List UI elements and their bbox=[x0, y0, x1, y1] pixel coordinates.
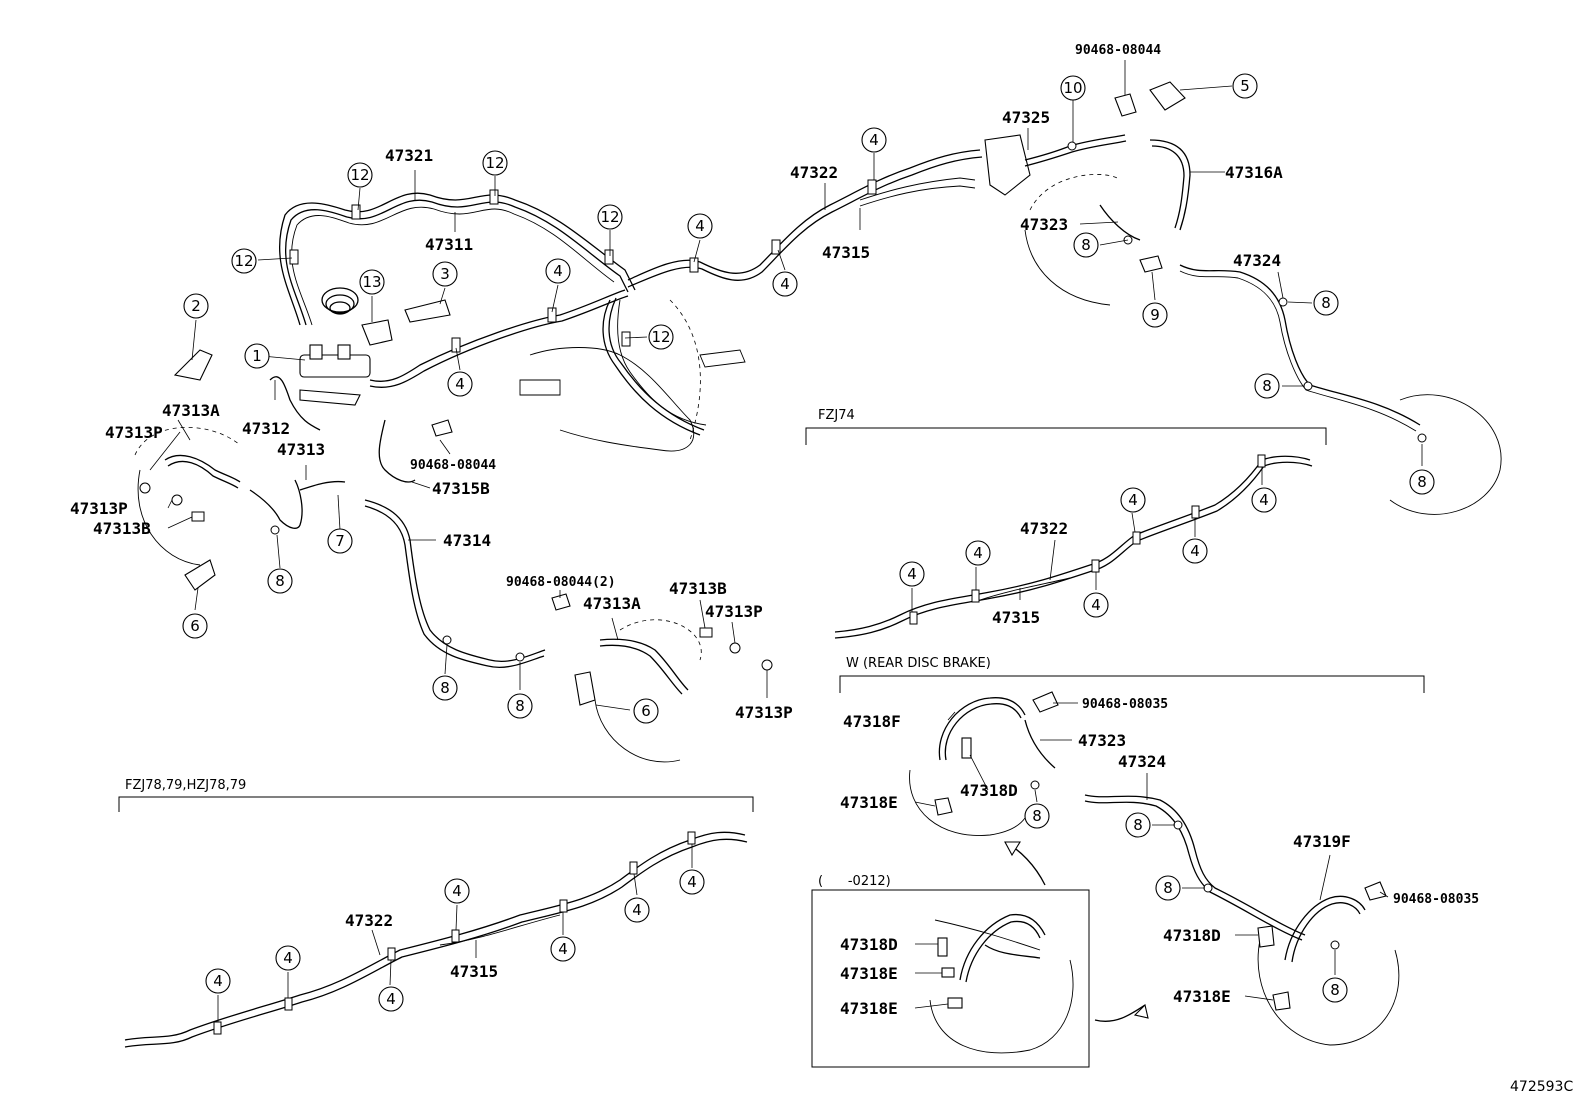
callout-4: 4 bbox=[907, 565, 917, 583]
callout-12: 12 bbox=[651, 328, 670, 346]
callout-6: 6 bbox=[190, 617, 200, 635]
label-47311: 47311 bbox=[425, 235, 473, 254]
callout-4: 4 bbox=[452, 882, 462, 900]
callout-circles: 10 5 4 4 4 4 4 12 12 12 12 12 13 3 2 1 8… bbox=[182, 73, 1435, 1012]
callout-4: 4 bbox=[386, 990, 396, 1008]
callout-4: 4 bbox=[695, 217, 705, 235]
label-47313A: 47313A bbox=[162, 401, 220, 420]
label-90468-08035: 90468-08035 bbox=[1082, 697, 1168, 712]
callout-12: 12 bbox=[600, 208, 619, 226]
label-47318E: 47318E bbox=[840, 793, 898, 812]
figure-code: 472593C bbox=[1510, 1079, 1573, 1095]
label-47319F: 47319F bbox=[1293, 832, 1351, 851]
label-47313P: 47313P bbox=[735, 703, 793, 722]
label-47318E: 47318E bbox=[1173, 987, 1231, 1006]
label-47324: 47324 bbox=[1118, 752, 1166, 771]
callout-4: 4 bbox=[553, 262, 563, 280]
label-47322: 47322 bbox=[345, 911, 393, 930]
section-fzj78: FZJ78,79,HZJ78,79 bbox=[125, 778, 246, 793]
label-47318F: 47318F bbox=[843, 712, 901, 731]
callout-8: 8 bbox=[1163, 879, 1173, 897]
label-47325: 47325 bbox=[1002, 108, 1050, 127]
section-date-range: ( -0212) bbox=[818, 874, 891, 889]
label-47318D: 47318D bbox=[1163, 926, 1221, 945]
label-47323: 47323 bbox=[1020, 215, 1068, 234]
callout-8: 8 bbox=[1321, 294, 1331, 312]
label-47313B: 47313B bbox=[669, 579, 727, 598]
callout-4: 4 bbox=[283, 949, 293, 967]
callout-8: 8 bbox=[1262, 377, 1272, 395]
label-47321: 47321 bbox=[385, 146, 433, 165]
callout-8: 8 bbox=[1417, 473, 1427, 491]
label-47318D: 47318D bbox=[840, 935, 898, 954]
callout-4: 4 bbox=[780, 275, 790, 293]
label-47315: 47315 bbox=[450, 962, 498, 981]
callout-12: 12 bbox=[485, 154, 504, 172]
label-47323: 47323 bbox=[1078, 731, 1126, 750]
callout-10: 10 bbox=[1063, 79, 1082, 97]
label-47318D: 47318D bbox=[960, 781, 1018, 800]
callout-8: 8 bbox=[1032, 807, 1042, 825]
callout-8: 8 bbox=[440, 679, 450, 697]
callout-8: 8 bbox=[275, 572, 285, 590]
callout-1: 1 bbox=[252, 347, 262, 365]
section-rear-disc-brake: W (REAR DISC BRAKE) bbox=[846, 656, 991, 671]
label-47313A: 47313A bbox=[583, 594, 641, 613]
callout-6: 6 bbox=[641, 702, 651, 720]
label-47313P: 47313P bbox=[705, 602, 763, 621]
callout-8: 8 bbox=[1133, 816, 1143, 834]
label-47316A: 47316A bbox=[1225, 163, 1283, 182]
callout-4: 4 bbox=[632, 901, 642, 919]
label-47322: 47322 bbox=[1020, 519, 1068, 538]
label-47322: 47322 bbox=[790, 163, 838, 182]
callout-4: 4 bbox=[687, 873, 697, 891]
label-47315: 47315 bbox=[822, 243, 870, 262]
label-90468-08044: 90468-08044 bbox=[410, 458, 496, 473]
label-47324: 47324 bbox=[1233, 251, 1281, 270]
rear-disc-brake-variant bbox=[811, 675, 1425, 1068]
callout-8: 8 bbox=[1081, 236, 1091, 254]
callout-8: 8 bbox=[1330, 981, 1340, 999]
fzj74-variant bbox=[805, 427, 1327, 639]
label-47318E: 47318E bbox=[840, 964, 898, 983]
callout-9: 9 bbox=[1150, 306, 1160, 324]
label-47314: 47314 bbox=[443, 531, 491, 550]
callout-5: 5 bbox=[1240, 77, 1250, 95]
section-fzj74: FZJ74 bbox=[818, 408, 855, 423]
label-47313P: 47313P bbox=[70, 499, 128, 518]
label-47315: 47315 bbox=[992, 608, 1040, 627]
label-47313B: 47313B bbox=[93, 519, 151, 538]
callout-12: 12 bbox=[234, 252, 253, 270]
callout-4: 4 bbox=[1128, 491, 1138, 509]
main-brake-line-assembly bbox=[134, 134, 1502, 763]
callout-13: 13 bbox=[362, 273, 381, 291]
label-90468-08044: 90468-08044 bbox=[1075, 43, 1161, 58]
callout-4: 4 bbox=[1091, 596, 1101, 614]
label-47313P: 47313P bbox=[105, 423, 163, 442]
callout-12: 12 bbox=[350, 166, 369, 184]
part-number-labels: 47321 47311 47322 47315 47325 90468-0804… bbox=[70, 43, 1479, 1018]
label-47312: 47312 bbox=[242, 419, 290, 438]
fzj78-variant bbox=[118, 796, 754, 1048]
label-47313: 47313 bbox=[277, 440, 325, 459]
callout-4: 4 bbox=[558, 940, 568, 958]
section-titles: FZJ74 W (REAR DISC BRAKE) FZJ78,79,HZJ78… bbox=[125, 408, 1573, 1095]
callout-4: 4 bbox=[213, 972, 223, 990]
label-47315B: 47315B bbox=[432, 479, 490, 498]
callout-8: 8 bbox=[515, 697, 525, 715]
callout-4: 4 bbox=[1259, 491, 1269, 509]
callout-4: 4 bbox=[973, 544, 983, 562]
callout-4: 4 bbox=[869, 131, 879, 149]
callout-4: 4 bbox=[455, 375, 465, 393]
clamp-markers bbox=[139, 81, 1427, 706]
leader-lines bbox=[149, 60, 1423, 711]
callout-4: 4 bbox=[1190, 542, 1200, 560]
label-90468-08044-2: 90468-08044(2) bbox=[506, 575, 616, 590]
callout-3: 3 bbox=[440, 265, 450, 283]
callout-2: 2 bbox=[191, 297, 201, 315]
callout-7: 7 bbox=[335, 532, 345, 550]
label-90468-08035: 90468-08035 bbox=[1393, 892, 1479, 907]
label-47318E: 47318E bbox=[840, 999, 898, 1018]
